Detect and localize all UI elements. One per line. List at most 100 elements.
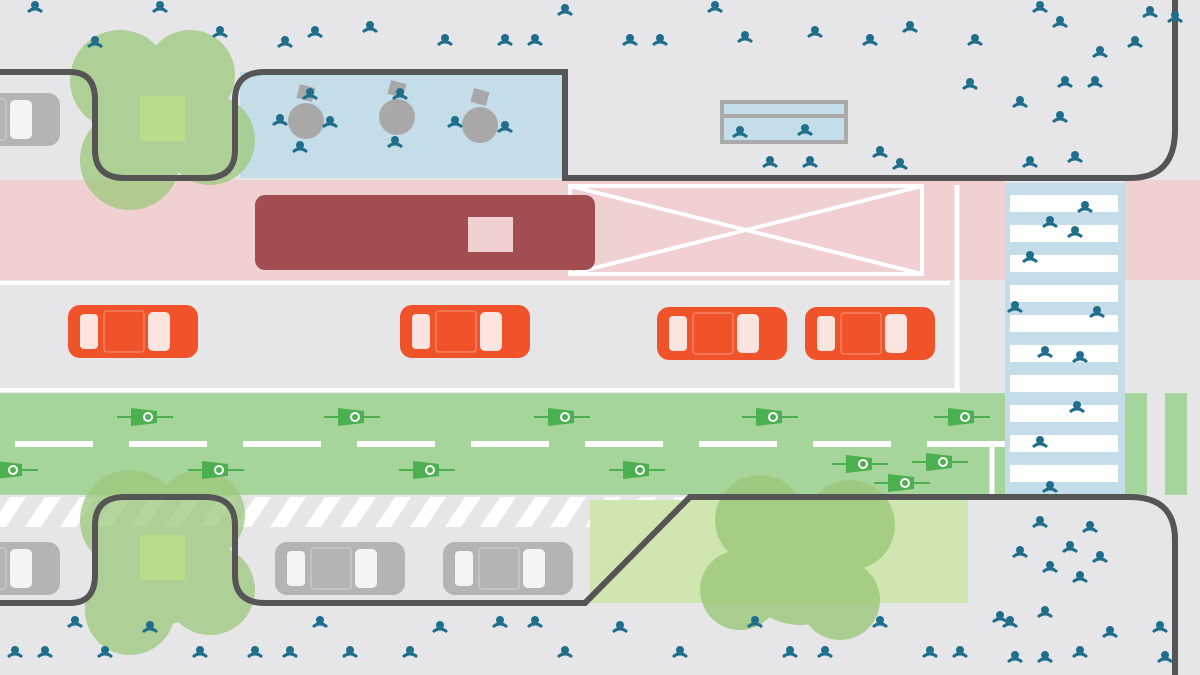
- pedestrian-icon: [67, 616, 83, 628]
- pedestrian-icon: [747, 616, 763, 628]
- pedestrian-icon: [492, 616, 508, 628]
- car-icon: [400, 305, 530, 358]
- pedestrian-icon: [1092, 46, 1108, 58]
- bicycle-icon: [0, 461, 38, 479]
- bicycle-icon: [534, 408, 590, 426]
- pedestrian-icon: [902, 21, 918, 33]
- pedestrian-icon: [432, 621, 448, 633]
- bike-lane-dashes: [15, 441, 1005, 447]
- pedestrian-icon: [762, 156, 778, 168]
- bicycle-icon: [324, 408, 380, 426]
- pedestrian-icon: [967, 34, 983, 46]
- pedestrian-icon: [212, 26, 228, 38]
- lane-dash: [129, 441, 207, 447]
- hatch-stripe: [25, 497, 61, 527]
- pedestrian-icon: [622, 34, 638, 46]
- pedestrian-icon: [707, 1, 723, 13]
- bus-lane-extension: [1125, 180, 1200, 280]
- pedestrian-icon: [247, 646, 263, 658]
- crosswalk-stripe: [1010, 315, 1118, 332]
- pedestrian-icon: [1072, 351, 1088, 363]
- bike-lane-marker: [1165, 393, 1187, 495]
- pedestrian-icon: [152, 1, 168, 13]
- pedestrian-icon: [292, 141, 308, 153]
- lane-dash: [813, 441, 891, 447]
- hatch-stripe: [270, 497, 306, 527]
- bench-icon: [720, 100, 848, 144]
- parked-car-icon: [0, 542, 60, 595]
- parked-car-icon: [275, 542, 405, 595]
- hatch-stripe: [410, 497, 446, 527]
- pedestrian-icon: [1089, 306, 1105, 318]
- pedestrian-icon: [612, 621, 628, 633]
- pedestrian-icon: [1052, 111, 1068, 123]
- pedestrian-icon: [272, 114, 288, 126]
- pedestrian-icon: [402, 646, 418, 658]
- pedestrian-icon: [192, 646, 208, 658]
- planter: [140, 96, 185, 141]
- pedestrian-icon: [27, 1, 43, 13]
- crosswalk-stripe: [1010, 375, 1118, 392]
- pedestrian-icon: [527, 616, 543, 628]
- pedestrian-icon: [1037, 346, 1053, 358]
- pedestrian-icon: [1082, 521, 1098, 533]
- bicycle-icon: [609, 461, 665, 479]
- pedestrian-icon: [1042, 561, 1058, 573]
- bicycle-icon: [874, 474, 930, 492]
- pedestrian-icon: [277, 36, 293, 48]
- pedestrian-icon: [87, 36, 103, 48]
- pedestrian-icon: [737, 31, 753, 43]
- parked-car-icon: [443, 542, 573, 595]
- pedestrian-icon: [962, 78, 978, 90]
- car-icon: [68, 305, 198, 358]
- pedestrian-icon: [1057, 76, 1073, 88]
- hatch-stripe: [305, 497, 341, 527]
- pedestrian-icon: [447, 116, 463, 128]
- pedestrian-icon: [1152, 621, 1168, 633]
- pedestrian-icon: [307, 26, 323, 38]
- lane-dash: [243, 441, 321, 447]
- pedestrian-icon: [817, 646, 833, 658]
- hatch-stripe: [375, 497, 411, 527]
- pedestrian-icon: [922, 646, 938, 658]
- bike-lane-marker: [1125, 393, 1147, 495]
- pedestrian-icon: [1087, 76, 1103, 88]
- pedestrian-icon: [672, 646, 688, 658]
- crosswalk-stripe: [1010, 195, 1118, 212]
- pedestrian-icon: [1157, 651, 1173, 663]
- pedestrian-icon: [282, 646, 298, 658]
- crosswalk-stripe: [1010, 255, 1118, 272]
- pedestrian-icon: [527, 34, 543, 46]
- lane-dash: [699, 441, 777, 447]
- pedestrian-icon: [1052, 16, 1068, 28]
- lane-dash: [585, 441, 663, 447]
- pedestrian-icon: [1102, 626, 1118, 638]
- bicycle-icon: [832, 455, 888, 473]
- pedestrian-icon: [1042, 481, 1058, 493]
- bicycle-icon: [188, 461, 244, 479]
- pedestrian-icon: [342, 646, 358, 658]
- pedestrian-icon: [322, 116, 338, 128]
- pedestrian-icon: [37, 646, 53, 658]
- pedestrian-icon: [732, 126, 748, 138]
- pedestrian-icon: [1142, 6, 1158, 18]
- planter: [140, 535, 185, 580]
- pedestrian-icon: [1037, 606, 1053, 618]
- bicycle-icon: [934, 408, 990, 426]
- pedestrian-icon: [797, 124, 813, 136]
- pedestrian-icon: [1032, 1, 1048, 13]
- pedestrian-icon: [1092, 551, 1108, 563]
- pedestrian-icon: [1072, 646, 1088, 658]
- hatch-stripe: [445, 497, 481, 527]
- pedestrian-icon: [557, 4, 573, 16]
- car-icon: [805, 307, 935, 360]
- pedestrian-icon: [497, 121, 513, 133]
- parked-car-icon: [0, 93, 60, 146]
- pedestrian-icon: [7, 646, 23, 658]
- pedestrian-icon: [1167, 11, 1183, 23]
- pedestrian-icon: [362, 21, 378, 33]
- pedestrian-icon: [387, 136, 403, 148]
- pedestrian-icon: [892, 158, 908, 170]
- bicycle-icon: [399, 461, 455, 479]
